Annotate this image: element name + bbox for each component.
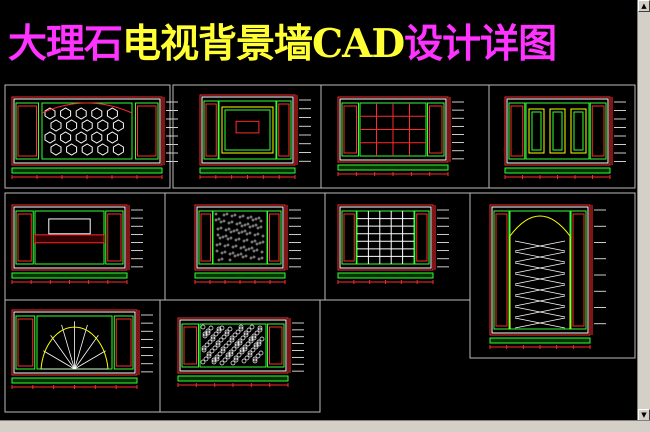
- drawing-4: [488, 84, 636, 189]
- title-part-tv-wall: 电视背景墙: [122, 21, 313, 67]
- scroll-up-icon[interactable]: ▲: [638, 0, 650, 12]
- title-part-marble: 大理石: [8, 21, 123, 67]
- drawing-1: [4, 84, 178, 189]
- page-title: 大理石电视背景墙CAD设计详图: [8, 18, 557, 70]
- drawing-2: [172, 84, 322, 189]
- title-part-cad: CAD: [312, 21, 405, 67]
- drawing-9: [4, 299, 161, 413]
- title-part-detail: 设计详图: [404, 21, 557, 67]
- horizontal-scrollbar[interactable]: [0, 420, 650, 432]
- drawing-10: [159, 299, 321, 413]
- vertical-scrollbar[interactable]: ▲ ▼: [637, 0, 650, 421]
- drawing-3: [320, 84, 490, 189]
- drawing-7: [324, 192, 471, 301]
- drawing-8: [469, 192, 636, 359]
- drawing-5: [4, 192, 166, 301]
- drawing-6: [164, 192, 326, 301]
